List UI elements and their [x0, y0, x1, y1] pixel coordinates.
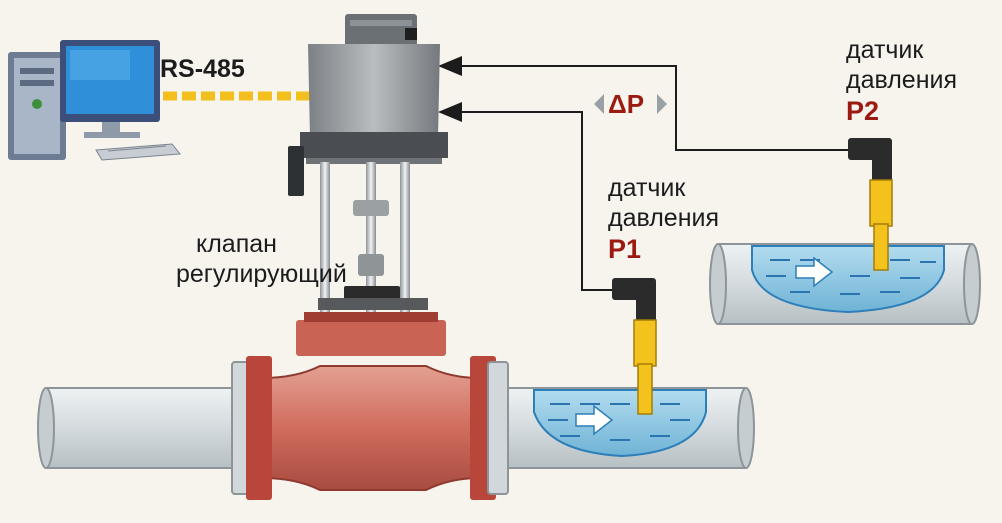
- sensor-p2-code: P2: [846, 96, 880, 126]
- valve-label-line2: регулирующий: [176, 260, 347, 288]
- pressure-sensor-p1: [612, 278, 657, 415]
- rs485-label: RS-485: [160, 55, 245, 83]
- computer-icon: [8, 40, 181, 161]
- valve-bonnet: [296, 312, 446, 356]
- sensor-p2-label-line1: датчик: [846, 36, 924, 64]
- water-flow-main: [533, 389, 707, 458]
- sensor-p1-label-line1: датчик: [608, 174, 686, 202]
- sensor-p1-code: P1: [608, 234, 642, 264]
- sensor-p2-label-line2: давления: [846, 66, 957, 94]
- signal-line-p1: [438, 102, 614, 291]
- water-flow-downstream: [751, 245, 945, 314]
- valve-yoke: [318, 162, 428, 312]
- flow-direction-arrow-icon: [795, 256, 834, 288]
- valve-body: [231, 356, 509, 500]
- delta-p-right-arrow-icon: [657, 94, 667, 114]
- valve-label-line1: клапан: [196, 230, 277, 258]
- flow-direction-arrow-icon: [575, 404, 614, 436]
- pressure-sensor-p2: [848, 138, 893, 271]
- sensor-p1-label-line2: давления: [608, 204, 719, 232]
- valve-actuator: [288, 14, 448, 196]
- signal-line-p2: [438, 56, 850, 151]
- delta-p-left-arrow-icon: [594, 94, 604, 114]
- delta-p-label: ΔP: [608, 89, 645, 119]
